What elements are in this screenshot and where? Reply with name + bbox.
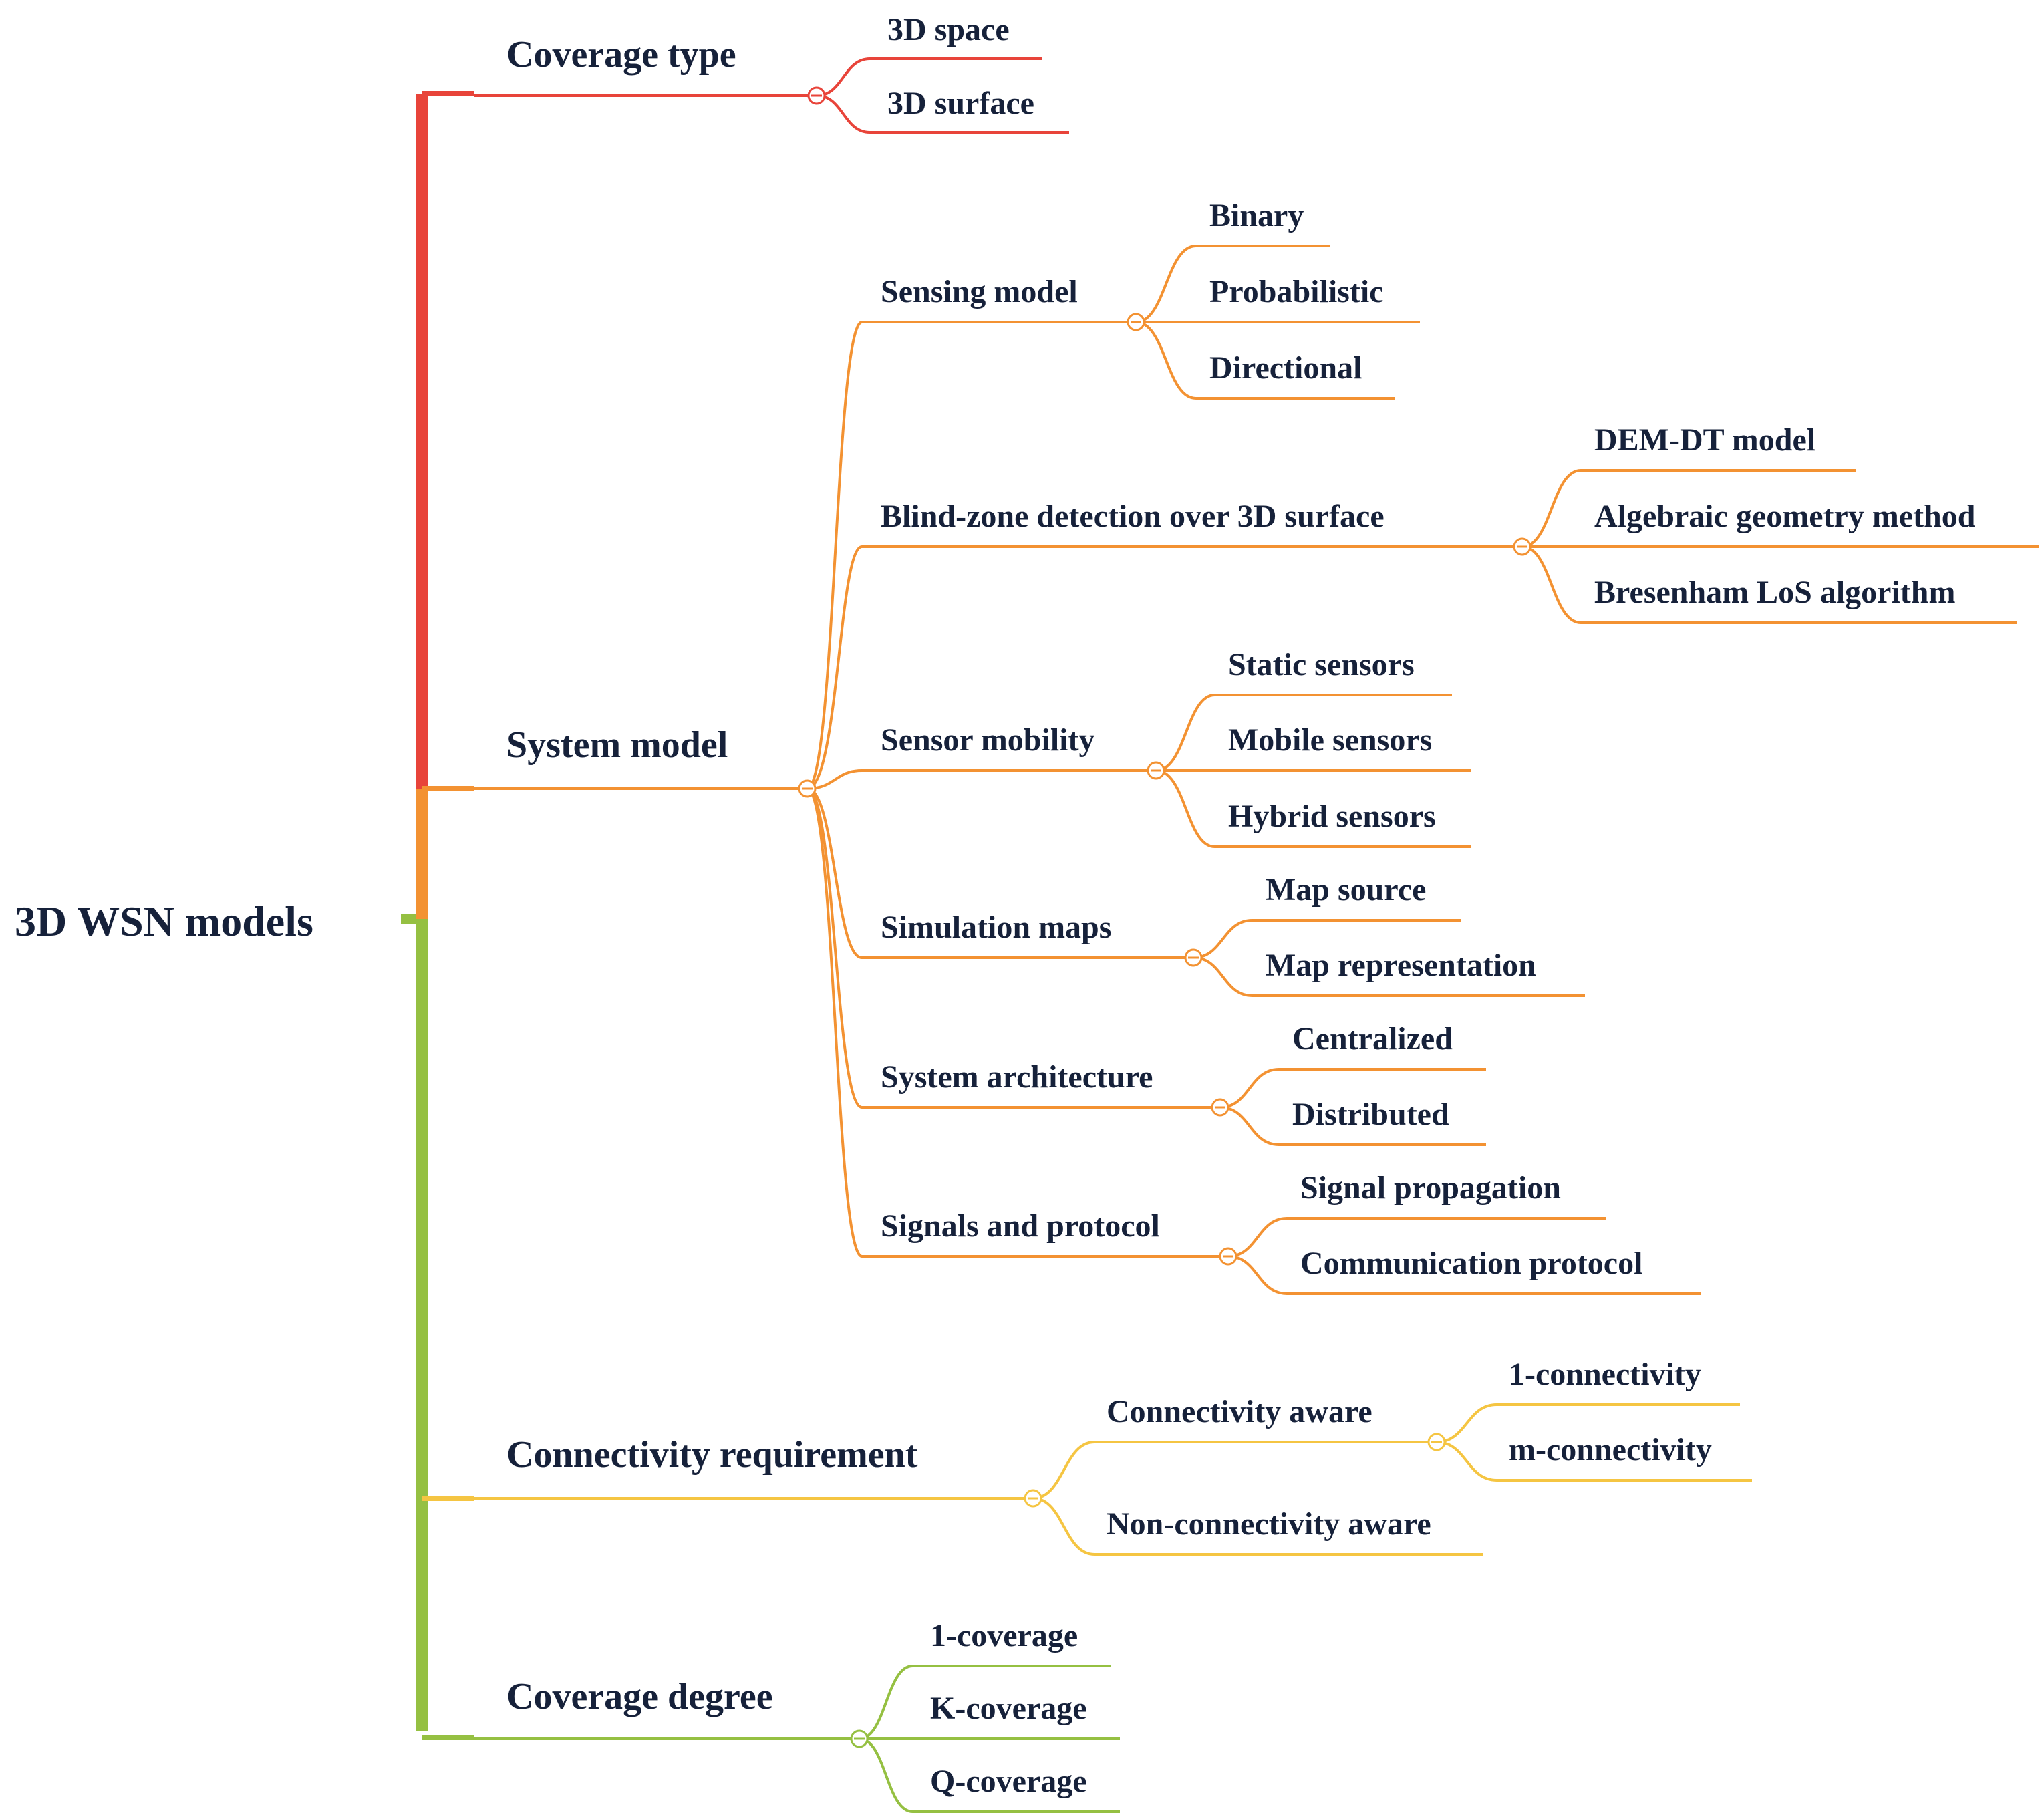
collapse-toggle-icon[interactable] <box>1219 1247 1237 1266</box>
root-label: 3D WSN models <box>15 897 313 945</box>
node-signals-and-protocol: Signals and protocol <box>881 1208 1160 1244</box>
node-simulation-maps: Simulation maps <box>881 910 1111 945</box>
collapse-toggle-icon[interactable] <box>1427 1433 1446 1451</box>
node-1-coverage: 1-coverage <box>930 1618 1078 1653</box>
branch-connectivity-requirement: Connectivity requirement Connectivity aw… <box>474 1357 1752 1556</box>
branch-system-model: System model Sensing model Binary Probab… <box>474 198 2039 1295</box>
node-q-coverage: Q-coverage <box>930 1764 1087 1799</box>
node-map-representation: Map representation <box>1266 948 1536 983</box>
node-connectivity-aware: Connectivity aware <box>1107 1394 1372 1429</box>
node-blind-zone-detection: Blind-zone detection over 3D surface <box>881 499 1384 534</box>
node-3d-surface: 3D surface <box>887 86 1034 121</box>
node-m-connectivity: m-connectivity <box>1509 1432 1712 1468</box>
branch-label-connectivity-requirement: Connectivity requirement <box>506 1434 918 1476</box>
node-hybrid-sensors: Hybrid sensors <box>1228 799 1436 834</box>
collapse-toggle-icon[interactable] <box>798 779 817 798</box>
node-k-coverage: K-coverage <box>930 1691 1087 1726</box>
node-signal-propagation: Signal propagation <box>1300 1170 1561 1206</box>
node-sensor-mobility: Sensor mobility <box>881 722 1094 758</box>
branch-label-system-model: System model <box>506 724 728 766</box>
collapse-toggle-icon[interactable] <box>1184 948 1203 967</box>
node-centralized: Centralized <box>1292 1021 1453 1057</box>
collapse-toggle-icon[interactable] <box>1513 537 1531 556</box>
node-communication-protocol: Communication protocol <box>1300 1246 1642 1281</box>
branch-label-coverage-degree: Coverage degree <box>506 1676 773 1717</box>
node-non-connectivity-aware: Non-connectivity aware <box>1107 1506 1431 1542</box>
node-dem-dt-model: DEM-DT model <box>1594 422 1815 458</box>
collapse-toggle-icon[interactable] <box>1024 1489 1042 1508</box>
node-bresenham-los: Bresenham LoS algorithm <box>1594 575 1955 610</box>
node-mobile-sensors: Mobile sensors <box>1228 722 1432 758</box>
node-1-connectivity: 1-connectivity <box>1509 1357 1701 1392</box>
node-probabilistic: Probabilistic <box>1209 274 1383 309</box>
node-distributed: Distributed <box>1292 1097 1449 1132</box>
node-binary: Binary <box>1209 198 1304 233</box>
node-3d-space: 3D space <box>887 12 1010 47</box>
node-map-source: Map source <box>1266 872 1426 907</box>
node-system-architecture: System architecture <box>881 1059 1153 1095</box>
collapse-toggle-icon[interactable] <box>1211 1098 1229 1117</box>
branch-label-coverage-type: Coverage type <box>506 34 736 76</box>
collapse-toggle-icon[interactable] <box>1127 313 1145 331</box>
node-static-sensors: Static sensors <box>1228 647 1415 682</box>
node-directional: Directional <box>1209 350 1362 386</box>
branch-coverage-type: Coverage type 3D space 3D surface <box>474 12 1069 134</box>
branch-coverage-degree: Coverage degree 1-coverage K-coverage Q-… <box>474 1618 1120 1813</box>
node-sensing-model: Sensing model <box>881 274 1078 309</box>
collapse-toggle-icon[interactable] <box>1147 761 1165 780</box>
node-algebraic-geometry: Algebraic geometry method <box>1594 499 1976 534</box>
collapse-toggle-icon[interactable] <box>807 86 826 105</box>
collapse-toggle-icon[interactable] <box>850 1729 869 1748</box>
trunk <box>401 91 474 1740</box>
